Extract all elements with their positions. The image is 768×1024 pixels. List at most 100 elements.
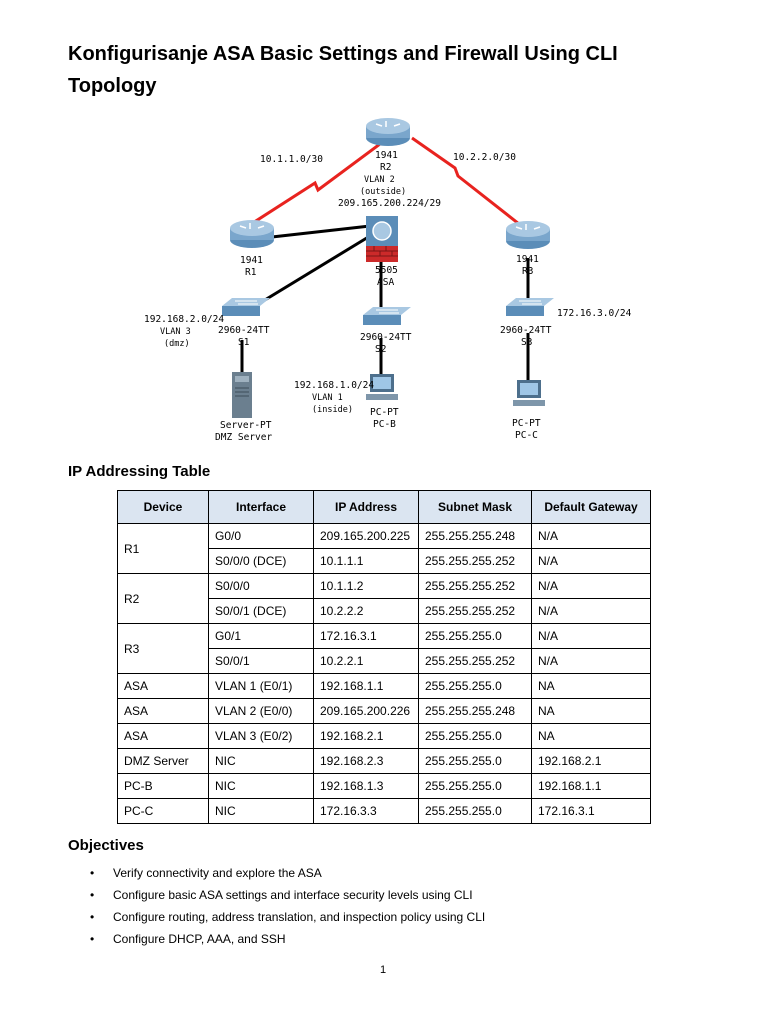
pc-b-icon	[366, 374, 398, 400]
topology-diagram: 10.1.1.0/30 10.2.2.0/30 1941 R2 VLAN 2 (…	[144, 118, 632, 443]
asa-name: ASA	[377, 277, 394, 288]
cell-subnet-mask: 255.255.255.0	[418, 798, 532, 824]
cell-subnet-mask: 255.255.255.0	[418, 623, 532, 649]
header-ip-address: IP Address	[313, 490, 419, 524]
cell-ip-address: 10.2.2.1	[313, 648, 419, 674]
router-r3-icon	[506, 221, 550, 249]
cell-interface: S0/0/0 (DCE)	[208, 548, 314, 574]
objective-item: Configure basic ASA settings and interfa…	[90, 884, 485, 906]
header-device: Device	[117, 490, 209, 524]
router-r1-icon	[230, 220, 274, 248]
cell-default-gateway: N/A	[531, 623, 651, 649]
cell-ip-address: 192.168.1.3	[313, 773, 419, 799]
router-r2-icon	[366, 118, 410, 146]
cell-device: ASA	[117, 723, 209, 749]
cell-device: ASA	[117, 698, 209, 724]
cell-subnet-mask: 255.255.255.252	[418, 598, 532, 624]
cell-default-gateway: 192.168.2.1	[531, 748, 651, 774]
page-number: 1	[380, 964, 387, 976]
title-line-1: Konfigurisanje ASA Basic Settings and Fi…	[68, 43, 618, 65]
pcb-name: PC-B	[373, 419, 396, 430]
cell-subnet-mask: 255.255.255.248	[418, 698, 532, 724]
r1-name: R1	[245, 267, 257, 278]
cell-device: R3	[117, 623, 209, 674]
switch-s2-icon	[363, 307, 411, 325]
pcc-name: PC-C	[515, 430, 538, 441]
s1-name: S1	[238, 337, 250, 348]
cell-ip-address: 192.168.2.3	[313, 748, 419, 774]
r2-vlan-note: (outside)	[360, 187, 406, 197]
cell-default-gateway: 172.16.3.1	[531, 798, 651, 824]
header-default-gateway: Default Gateway	[531, 490, 651, 524]
ip-table-heading: IP Addressing Table	[68, 463, 211, 480]
s1-model: 2960-24TT	[218, 325, 270, 336]
cell-interface: VLAN 3 (E0/2)	[208, 723, 314, 749]
s3-net-label: 172.16.3.0/24	[557, 308, 632, 319]
cell-interface: VLAN 2 (E0/0)	[208, 698, 314, 724]
s1-vlan-note: (dmz)	[164, 339, 190, 349]
cell-device: R2	[117, 573, 209, 624]
s2-model: 2960-24TT	[360, 332, 412, 343]
asa-model: 5505	[375, 265, 398, 276]
title-line-2: Topology	[68, 75, 157, 97]
pcb-model: PC-PT	[370, 407, 399, 418]
pc-c-icon	[513, 380, 545, 406]
cell-subnet-mask: 255.255.255.0	[418, 748, 532, 774]
s1-net-label: 192.168.2.0/24	[144, 314, 224, 325]
cell-device: DMZ Server	[117, 748, 209, 774]
s3-model: 2960-24TT	[500, 325, 552, 336]
cell-default-gateway: 192.168.1.1	[531, 773, 651, 799]
objective-item: Verify connectivity and explore the ASA	[90, 862, 485, 884]
cell-interface: NIC	[208, 748, 314, 774]
cell-default-gateway: N/A	[531, 523, 651, 549]
pcc-model: PC-PT	[512, 418, 541, 429]
r2-vlan: VLAN 2	[364, 175, 395, 185]
cell-default-gateway: N/A	[531, 548, 651, 574]
cell-default-gateway: NA	[531, 723, 651, 749]
cell-subnet-mask: 255.255.255.252	[418, 648, 532, 674]
cell-default-gateway: NA	[531, 673, 651, 699]
ip-addressing-table: Device Interface IP Address Subnet Mask …	[117, 490, 651, 824]
cell-device: PC-B	[117, 773, 209, 799]
cell-interface: S0/0/0	[208, 573, 314, 599]
header-interface: Interface	[208, 490, 314, 524]
r2-model: 1941	[375, 150, 398, 161]
serial-link-r1-r2	[244, 136, 389, 230]
switch-s1-icon	[222, 298, 270, 316]
link-label-r1-r2: 10.1.1.0/30	[260, 154, 323, 165]
objective-item: Configure DHCP, AAA, and SSH	[90, 928, 485, 950]
s1-vlan: VLAN 3	[160, 327, 191, 337]
cell-subnet-mask: 255.255.255.248	[418, 523, 532, 549]
s2-name: S2	[375, 344, 386, 355]
cell-ip-address: 10.1.1.1	[313, 548, 419, 574]
cell-subnet-mask: 255.255.255.252	[418, 573, 532, 599]
cell-interface: NIC	[208, 798, 314, 824]
serial-link-r2-r3	[411, 136, 529, 233]
server-model: Server-PT	[220, 420, 272, 431]
r2-subnet: 209.165.200.224/29	[338, 198, 441, 209]
pcb-vlan: VLAN 1	[312, 393, 343, 403]
cell-interface: VLAN 1 (E0/1)	[208, 673, 314, 699]
link-label-r2-r3: 10.2.2.0/30	[453, 152, 516, 163]
cell-subnet-mask: 255.255.255.252	[418, 548, 532, 574]
cell-subnet-mask: 255.255.255.0	[418, 723, 532, 749]
r3-model: 1941	[516, 254, 539, 265]
cell-interface: S0/0/1 (DCE)	[208, 598, 314, 624]
link-r1-asa	[262, 224, 371, 240]
table-header-row: Device Interface IP Address Subnet Mask …	[117, 490, 651, 524]
objectives-heading: Objectives	[68, 837, 144, 854]
cell-device: R1	[117, 523, 209, 574]
r2-name: R2	[380, 162, 391, 173]
r3-name: R3	[522, 266, 533, 277]
link-asa-s1	[254, 234, 371, 308]
